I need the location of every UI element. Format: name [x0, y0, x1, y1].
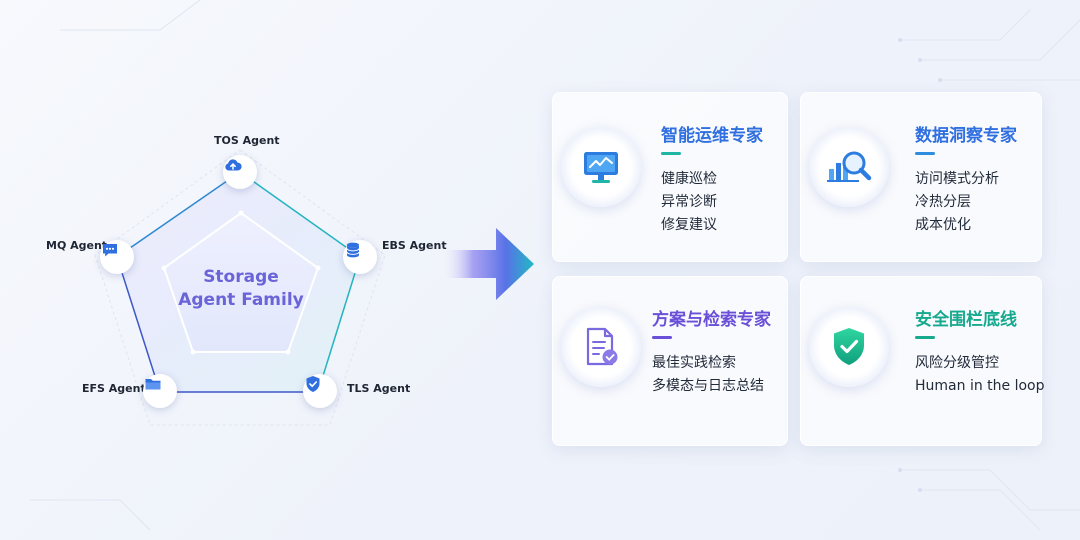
document-check-icon [586, 327, 618, 366]
center-title-line1: Storage [203, 267, 279, 287]
card-item-ops-1: 健康巡检 [661, 171, 717, 187]
agent-node-mq[interactable] [100, 240, 134, 274]
card-search-expert[interactable]: 方案与检索专家 最佳实践检索 多模态与日志总结 [552, 276, 788, 446]
agent-label-mq: MQ Agent [46, 239, 108, 252]
card-icon-safety [809, 307, 889, 387]
pentagon-graphic [94, 149, 386, 426]
card-item-insight-1: 访问模式分析 [915, 171, 999, 187]
database-icon [346, 242, 360, 258]
agent-label-tls: TLS Agent [347, 382, 411, 395]
card-item-ops-2: 异常诊断 [661, 194, 717, 210]
edge-mq-tos [116, 171, 241, 258]
card-underline-safety [915, 336, 935, 339]
card-item-insight-3: 成本优化 [915, 217, 971, 233]
agent-node-ebs[interactable] [343, 240, 377, 274]
card-title-ops: 智能运维专家 [661, 126, 763, 146]
shield-check-icon [834, 328, 864, 365]
shield-icon [306, 376, 320, 392]
card-underline-ops [661, 152, 681, 155]
card-ops-expert[interactable]: 智能运维专家 健康巡检 异常诊断 修复建议 [552, 92, 788, 262]
card-title-search: 方案与检索专家 [652, 310, 771, 330]
card-item-ops-3: 修复建议 [661, 217, 717, 233]
edge-ebs-tls [317, 256, 361, 393]
card-icon-ops [561, 127, 641, 207]
card-item-safety-2: Human in the loop [915, 378, 1045, 394]
card-item-search-1: 最佳实践检索 [652, 355, 736, 371]
card-title-safety: 安全围栏底线 [915, 310, 1017, 330]
agent-node-tos[interactable] [223, 155, 257, 189]
agent-label-efs: EFS Agent [82, 382, 146, 395]
edge-tos-ebs [239, 171, 361, 258]
agent-family-diagram: Storage Agent Family TOS Agent EBS Agent… [46, 134, 447, 426]
card-item-insight-2: 冷热分层 [915, 194, 971, 210]
pentagon-inner [162, 211, 320, 353]
center-title: Storage Agent Family [160, 266, 322, 312]
center-title-line2: Agent Family [178, 290, 304, 310]
outer-ring [94, 149, 386, 426]
card-icon-search [561, 307, 641, 387]
card-item-search-2: 多模态与日志总结 [652, 378, 764, 394]
edge-efs-mq [116, 256, 161, 393]
folder-icon [145, 379, 161, 390]
monitor-chart-icon [584, 152, 618, 183]
card-safety-guardrail[interactable]: 安全围栏底线 风险分级管控 Human in the loop [800, 276, 1045, 446]
agent-label-tos: TOS Agent [214, 134, 280, 147]
agent-label-ebs: EBS Agent [382, 239, 447, 252]
agent-node-tls[interactable] [303, 374, 337, 408]
card-insight-expert[interactable]: 数据洞察专家 访问模式分析 冷热分层 成本优化 [800, 92, 1042, 262]
card-underline-search [652, 336, 672, 339]
magnifier-chart-icon [827, 151, 872, 182]
cloud-upload-icon [225, 159, 242, 171]
arrow-right-icon [440, 228, 534, 300]
card-item-safety-1: 风险分级管控 [915, 355, 999, 371]
card-icon-insight [809, 127, 889, 207]
agent-node-efs[interactable] [143, 374, 177, 408]
message-icon [103, 244, 117, 257]
card-underline-insight [915, 152, 935, 155]
card-title-insight: 数据洞察专家 [915, 126, 1017, 146]
